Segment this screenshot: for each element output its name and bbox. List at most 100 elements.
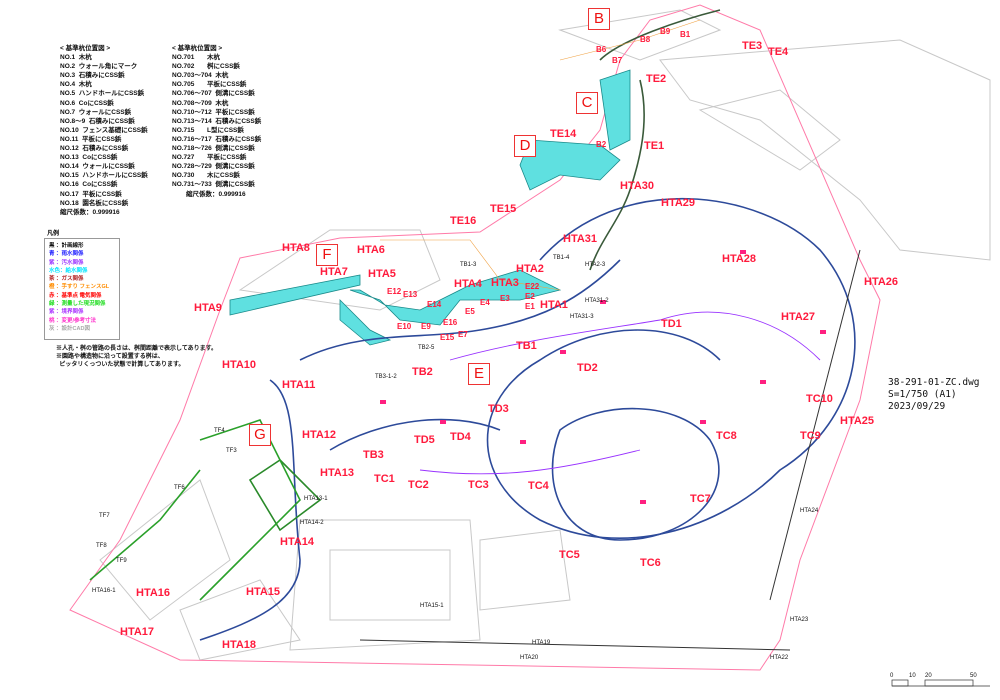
red-point-label: B7	[612, 56, 623, 65]
ref-item: NO.708～709 木杭	[172, 99, 229, 107]
legend-title: 凡例	[47, 231, 60, 237]
red-point-label: HTA9	[194, 302, 222, 314]
title-block: 38-291-01-ZC.dwg S=1/750 (A1) 2023/09/29	[888, 377, 980, 413]
red-point-label: TE15	[490, 203, 517, 215]
red-point-label: TC10	[806, 393, 833, 405]
red-point-label: HTA28	[722, 253, 757, 265]
survey-label: TB1-4	[553, 255, 570, 261]
survey-label: HTA13-1	[304, 496, 328, 502]
area-label: F	[316, 244, 338, 266]
survey-label: HTA24	[800, 508, 819, 514]
ref-item: NO.14 ウォールにCSS鋲	[60, 163, 135, 171]
red-point-label: HTA7	[320, 266, 348, 278]
scale-factor: 縮尺係数：0.999916	[60, 208, 120, 216]
red-point-label: HTA3	[491, 277, 519, 289]
survey-label: TF8	[96, 543, 107, 549]
red-point-label: TC6	[640, 557, 661, 569]
ref-item: NO.7 ウォールにCSS鋲	[60, 108, 132, 116]
note-line: ※園路や構造物に沿って設置する桝は、	[56, 354, 164, 360]
survey-label: TF9	[116, 558, 127, 564]
red-point-label: HTA17	[120, 626, 155, 638]
red-point-label: HTA16	[136, 587, 171, 599]
ref-item: NO.1 木杭	[60, 54, 92, 62]
red-point-label: HTA27	[781, 311, 816, 323]
ref-item: NO.16 CoにCSS鋲	[60, 181, 118, 189]
red-point-label: HTA15	[246, 586, 281, 598]
red-point-label: TD2	[577, 362, 598, 374]
legend-item: 紫 ：汚水関係	[49, 259, 84, 266]
ref-item: NO.703～704 木杭	[172, 72, 229, 80]
red-point-label: E2	[525, 292, 535, 301]
red-point-label: TC7	[690, 493, 711, 505]
ref-item: NO.731～733 側溝にCSS鋲	[172, 181, 255, 189]
red-point-label: B1	[680, 30, 691, 39]
survey-label: HTA20	[520, 655, 539, 661]
sewer-lines	[419, 311, 821, 475]
survey-label: TF7	[99, 513, 110, 519]
red-point-label: HTA25	[840, 415, 875, 427]
survey-label: HTA31-2	[585, 298, 609, 304]
survey-label: TB1-3	[460, 262, 477, 268]
legend-item: 灰 ：設計CAD図	[49, 325, 90, 332]
ref-item: NO.5 ハンドホールにCSS鋲	[60, 90, 145, 98]
scale-factor: 縮尺係数：0.999916	[186, 190, 246, 198]
red-point-label: E13	[403, 290, 418, 299]
red-point-label: TE1	[644, 140, 665, 152]
ref-item: NO.10 フェンス基礎にCSS鋲	[60, 126, 148, 134]
ref-item: NO.716～717 石積みにCSS鋲	[172, 135, 262, 143]
red-point-label: E16	[443, 318, 458, 327]
red-point-label: TE4	[768, 46, 789, 58]
scale-bar	[891, 679, 990, 687]
survey-label: HTA16-1	[92, 588, 116, 594]
ref-item: NO.6 CoにCSS鋲	[60, 99, 114, 107]
red-point-label: TE14	[550, 128, 577, 140]
legend-item: 緑 ：測量した現況関係	[49, 301, 106, 308]
red-point-label: HTA31	[563, 233, 598, 245]
ref-item: NO.705 平板にCSS鋲	[172, 81, 247, 89]
ref-item: NO.8～9 石積みにCSS鋲	[60, 117, 135, 125]
red-point-label: TC9	[800, 430, 821, 442]
red-point-label: TC8	[716, 430, 737, 442]
red-point-label: HTA11	[282, 379, 316, 391]
red-point-label: E10	[397, 322, 412, 331]
ref-item: NO.727 平板にCSS鋲	[172, 154, 247, 162]
red-point-label: E22	[525, 282, 540, 291]
legend-item: 青 ：雨水関係	[49, 251, 84, 258]
area-label: B	[588, 8, 610, 30]
area-label: G	[249, 424, 271, 446]
area-label: C	[576, 92, 598, 114]
scale-text: S=1/750 (A1)	[888, 389, 957, 400]
red-point-label: HTA12	[302, 429, 337, 441]
legend: 黒 ：計画線形青 ：雨水関係紫 ：汚水関係水色：給水関係茶 ：ガス関係橙 ：手す…	[44, 238, 120, 340]
red-point-label: HTA13	[320, 467, 355, 479]
legend-item: 桃 ：変更/参考寸法	[49, 317, 97, 324]
red-point-label: B6	[596, 45, 607, 54]
red-point-label: TB2	[412, 366, 433, 378]
survey-label: HTA31-3	[570, 314, 594, 320]
red-point-label: E15	[440, 333, 455, 342]
red-point-label: TE2	[646, 73, 667, 85]
design-cad-outlines	[99, 9, 991, 661]
note-line: ※人孔・桝の管路の長さは、桝間距離で表示してあります。	[56, 346, 218, 352]
red-point-label: E1	[525, 302, 535, 311]
red-point-label: TD5	[414, 434, 435, 446]
red-point-label: E5	[465, 307, 475, 316]
survey-label: HTA14-2	[300, 520, 324, 526]
scale-tick: 10	[909, 673, 916, 679]
red-point-label: HTA14	[280, 536, 315, 548]
ref-item: NO.710～712 平板にCSS鋲	[172, 108, 255, 116]
red-point-label: HTA8	[282, 242, 310, 254]
ref-item: NO.17 平板にCSS鋲	[60, 190, 122, 198]
red-point-label: HTA30	[620, 180, 655, 192]
legend-item: 茶 ：ガス関係	[49, 276, 84, 283]
red-point-label: HTA29	[661, 197, 696, 209]
red-point-label: TC4	[528, 480, 549, 492]
ref-heading: < 基準杭位置図 >	[172, 45, 223, 52]
red-point-label: E4	[480, 298, 490, 307]
red-point-label: B9	[660, 27, 671, 36]
red-point-label: E3	[500, 294, 510, 303]
ref-item: NO.713～714 石積みにCSS鋲	[172, 117, 262, 125]
